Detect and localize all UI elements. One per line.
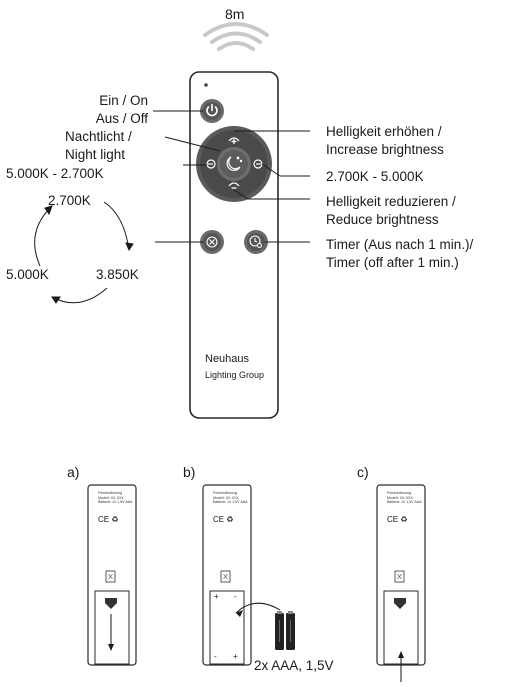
- cycle-left-label: 5.000K: [6, 267, 49, 282]
- remote-back-c: [376, 484, 426, 682]
- polarity-top-right: -: [234, 592, 237, 601]
- brand-name: Neuhaus: [205, 353, 250, 365]
- timer-off-button: [200, 230, 224, 254]
- leader-lines: [153, 110, 310, 243]
- remote-back-a: [87, 484, 137, 666]
- polarity-bottom-right: +: [233, 652, 238, 661]
- color-temp-left-icon: [206, 159, 216, 169]
- panel-label-c: c): [357, 464, 369, 480]
- brightness-up-label: Helligkeit erhöhen / Increase brightness: [326, 124, 444, 157]
- ce-mark-c: CE ♻: [387, 515, 408, 524]
- panel-label-b: b): [183, 464, 196, 480]
- clock-x-icon: [206, 236, 218, 248]
- power-icon: [206, 103, 218, 117]
- polarity-top-left: +: [214, 592, 219, 601]
- temp-left-label: 5.000K - 2.700K: [6, 166, 104, 181]
- range-label: 8m: [225, 6, 245, 22]
- led-indicator: [204, 83, 208, 87]
- timer-button: [244, 230, 268, 254]
- panel-label-a: a): [67, 464, 80, 480]
- brightness-down-label: Helligkeit reduzieren / Reduce brightnes…: [326, 194, 456, 227]
- battery-icon: [275, 611, 295, 650]
- polarity-bottom-left: -: [214, 652, 217, 661]
- temp-right-label: 2.700K - 5.000K: [326, 169, 424, 184]
- brightness-up-icon: [228, 137, 240, 144]
- timer-clock-icon: [249, 235, 263, 249]
- on-off-label: Ein / On Aus / Off: [95, 93, 148, 126]
- back-label-a: Fernbedienung Modell: XX-XXX Batterie: 2…: [98, 491, 133, 505]
- ce-mark-a: CE ♻: [98, 515, 119, 524]
- back-label-c: Fernbedienung Modell: XX-XXX Batterie: 2…: [387, 491, 422, 505]
- timer-label: Timer (Aus nach 1 min.)/ Timer (off afte…: [326, 237, 474, 270]
- night-light-label: Nachtlicht / Night light: [65, 129, 132, 162]
- cycle-arrows: [34, 201, 134, 304]
- control-ring: [196, 126, 272, 202]
- ce-mark-b: CE ♻: [213, 515, 234, 524]
- night-light-icon: [226, 156, 243, 171]
- brand-subtitle: Lighting Group: [205, 370, 265, 380]
- cycle-right-label: 3.850K: [96, 267, 139, 282]
- battery-note: 2x AAA, 1,5V: [254, 658, 334, 673]
- cycle-top-label: 2.700K: [48, 193, 91, 208]
- remote-back-b: [202, 484, 281, 666]
- back-label-b: Fernbedienung Modell: XX-XXX Batterie: 2…: [213, 491, 248, 505]
- power-button: [200, 99, 224, 123]
- signal-waves-icon: [203, 22, 269, 51]
- brightness-down-icon: [228, 182, 240, 189]
